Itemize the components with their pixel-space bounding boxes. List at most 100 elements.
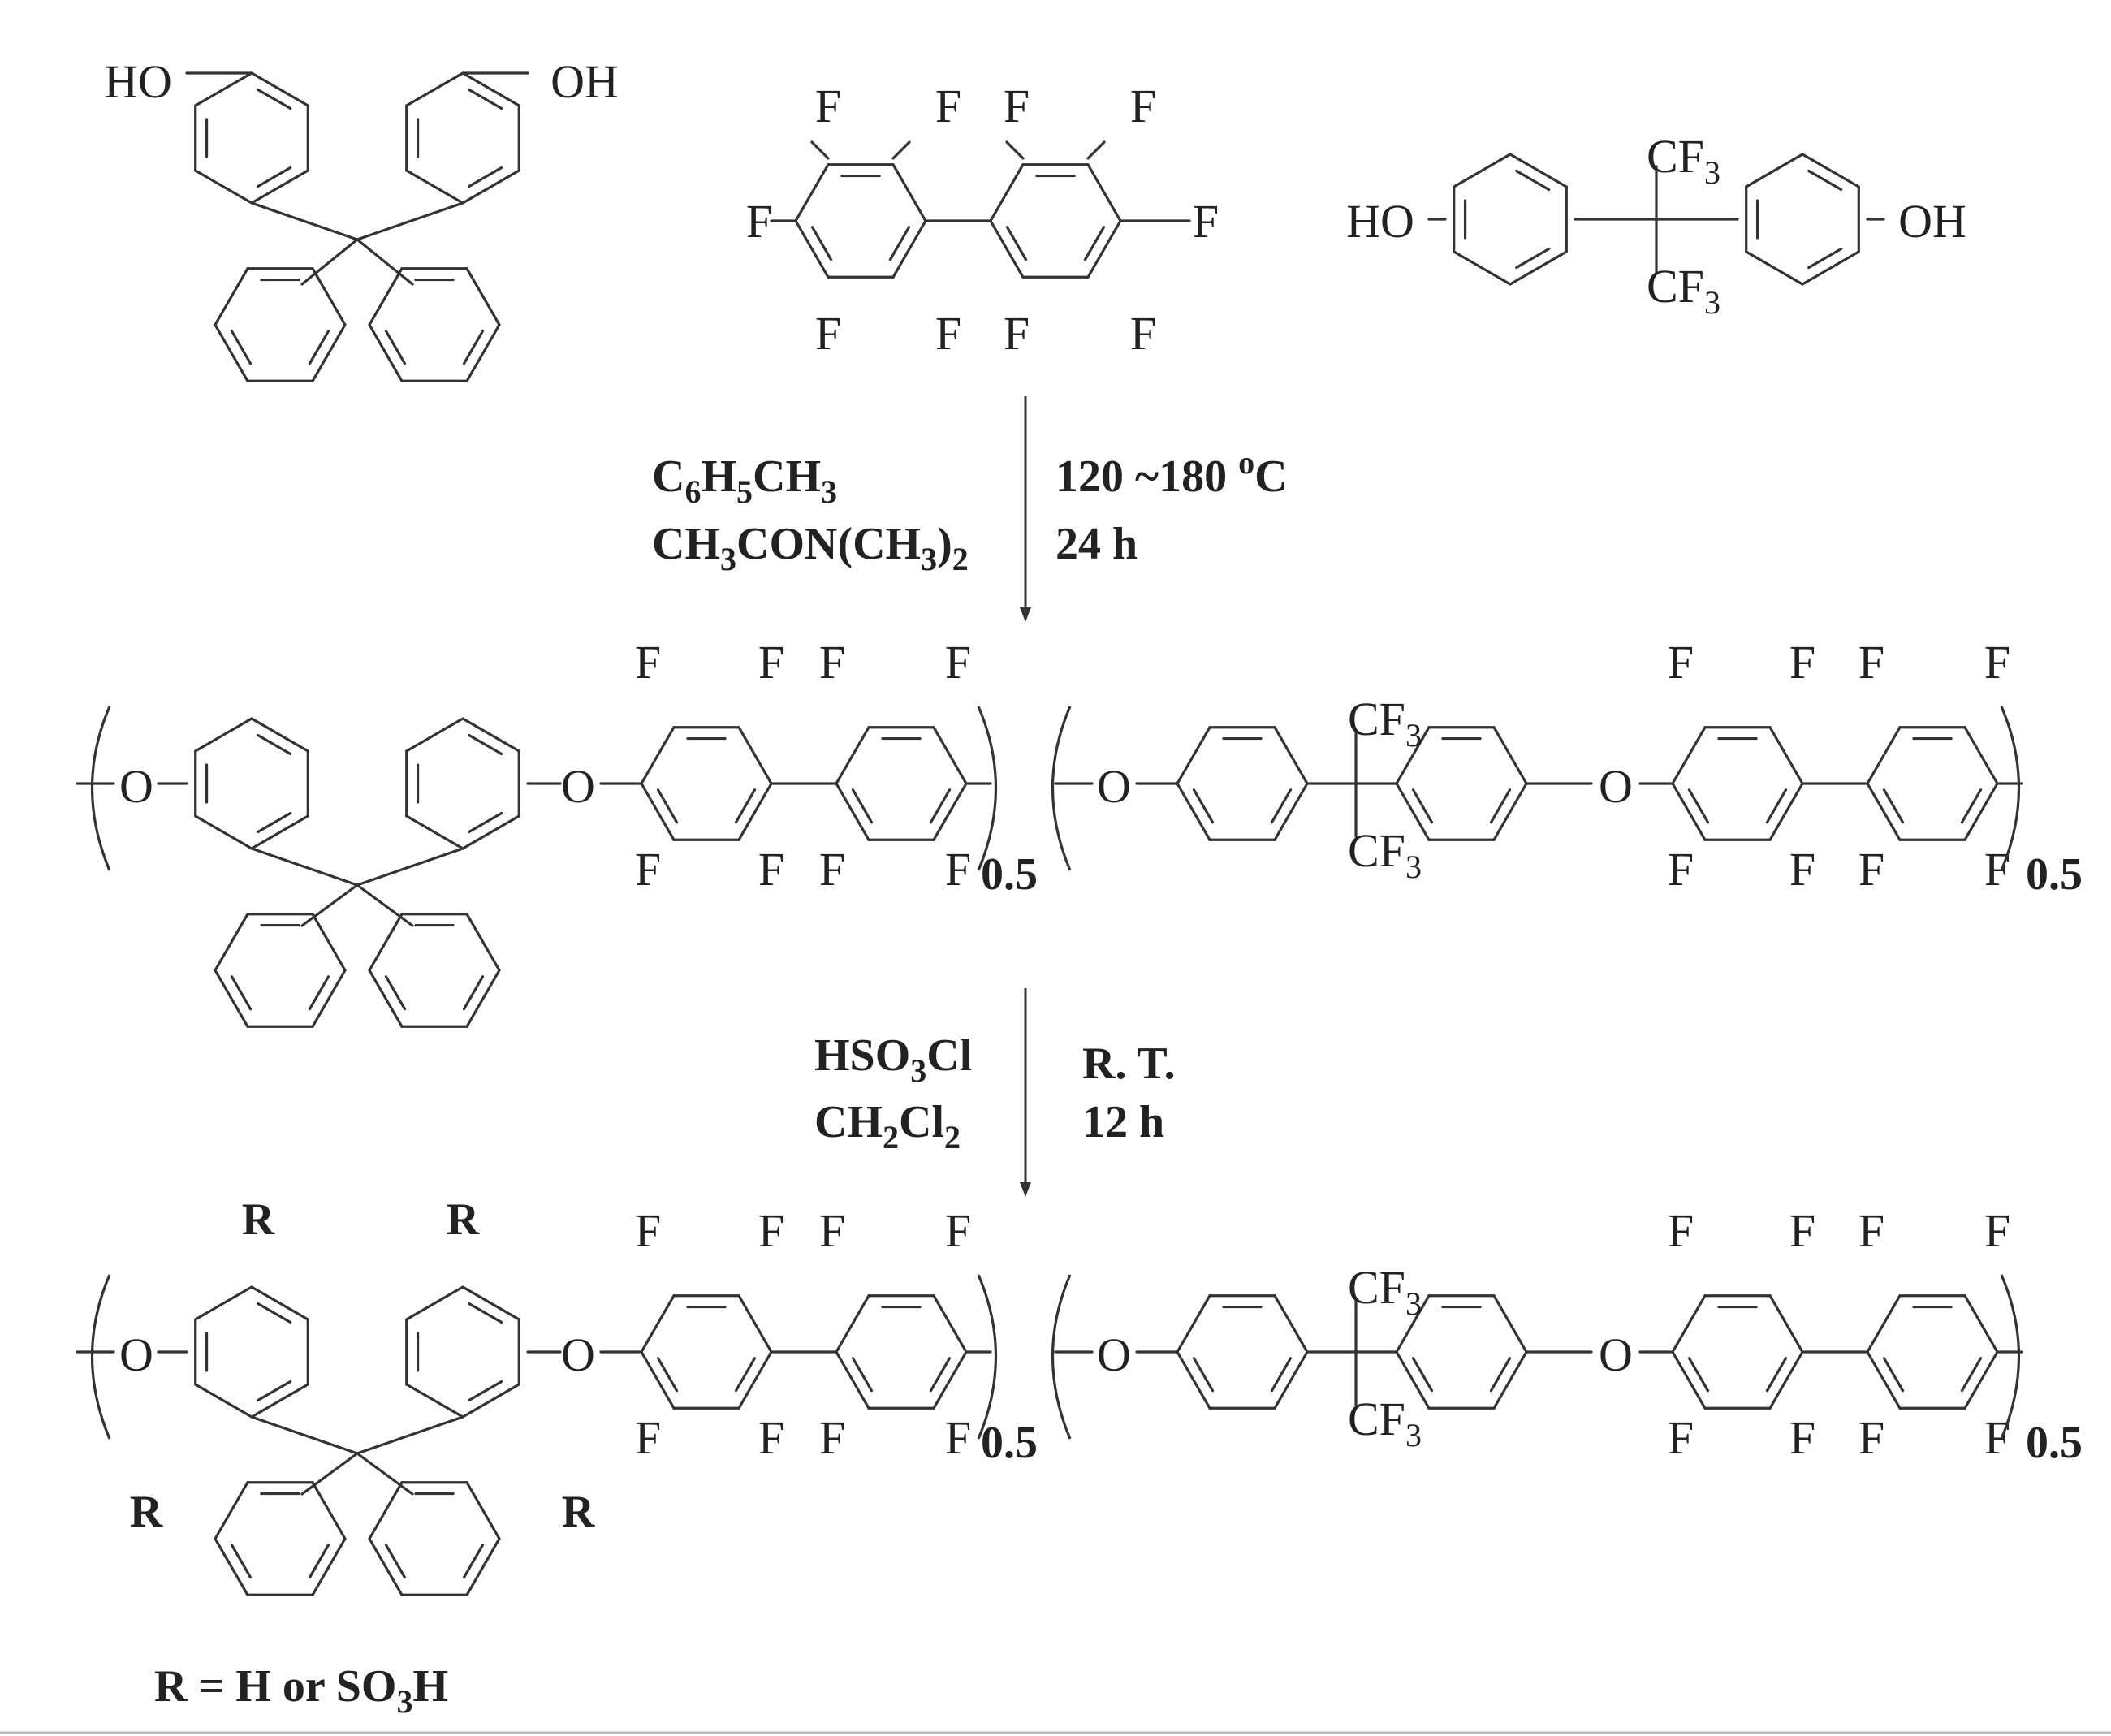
bracket-row1-close-1 xyxy=(977,706,998,871)
sulfonated-polymer-cf3-bottom: CF3 xyxy=(1348,1393,1422,1453)
fluorine-label-9: F xyxy=(1130,307,1156,360)
ratio-row2-a: 0.5 xyxy=(981,1418,1038,1468)
perfluoro-ring-right xyxy=(989,163,1122,279)
fluorine-label-2: F xyxy=(1004,80,1030,132)
polymer-phenyl-right xyxy=(405,717,520,850)
step2-reagent: HSO3Cl xyxy=(814,1030,972,1089)
sulfonated-polymer-bpaf-ring-1 xyxy=(1176,1294,1309,1410)
sulfonated-polymer-fluorine-b1: F xyxy=(1789,1204,1815,1257)
polymer-ether-o2: O xyxy=(561,760,595,813)
reaction-arrow-1 xyxy=(1020,396,1031,622)
fluorine-label-1: F xyxy=(935,80,961,132)
sulfonated-polymer-fluorine-b3: F xyxy=(1984,1204,2010,1257)
fluorene-ring-right xyxy=(368,267,501,382)
bpaf-ring-left xyxy=(1453,153,1568,286)
bond-lines xyxy=(76,71,2023,1596)
bracket-row2-open-2 xyxy=(1051,1274,1072,1440)
polymer-fluorine-a3: F xyxy=(945,636,971,689)
bracket-row1-close-2 xyxy=(2000,706,2021,871)
polymer-fluorine-a4: F xyxy=(635,843,661,896)
perfluoro-ring-left xyxy=(794,163,927,279)
sulfonated-polymer-bond-c9d xyxy=(356,1452,414,1496)
sulfonated-polymer-bond-c9b xyxy=(356,1415,464,1455)
polymer-fluorine-a7: F xyxy=(945,843,971,896)
sulfonated-polymer-fluorine-a7: F xyxy=(945,1411,971,1464)
bond-f xyxy=(810,140,830,160)
sulfonated-polymer-fluorine-b6: F xyxy=(1858,1411,1884,1464)
sulfonated-polymer-phenyl-left xyxy=(194,1285,309,1419)
fluorine-label-4: F xyxy=(746,195,772,248)
polymer-bond-c9b xyxy=(356,847,464,887)
fluorine-label-0: F xyxy=(815,80,841,132)
sulfonated-polymer-bpaf-ring-2 xyxy=(1395,1294,1528,1410)
bond-f xyxy=(1086,140,1106,160)
cf3-top-label: CF3 xyxy=(1647,130,1720,191)
polymer-fluorine-b6: F xyxy=(1858,843,1884,896)
polymer-bond-c9d xyxy=(356,883,414,927)
sulfonated-polymer-r-2: R xyxy=(447,1194,480,1245)
hydroxyl-bpaf-left-label: HO xyxy=(1346,195,1414,248)
substituent-legend: R = H or SO3H xyxy=(154,1661,448,1720)
polymer-pf-ring-2 xyxy=(835,726,968,841)
polymer-fluorene-left xyxy=(214,913,347,1028)
polymer-fluorine-a1: F xyxy=(758,636,784,689)
sulfonated-polymer-fluorine-b5: F xyxy=(1789,1411,1815,1464)
sulfonated-polymer-pf-ring-2 xyxy=(835,1294,968,1410)
hydroxyl-right-label: OH xyxy=(550,55,619,108)
bpaf-ring-right xyxy=(1745,153,1860,286)
ratio-row1-a: 0.5 xyxy=(981,849,1038,900)
bracket-row2-close-1 xyxy=(977,1274,998,1440)
sulfonated-polymer-fluorine-b2: F xyxy=(1858,1204,1884,1257)
fluorine-label-6: F xyxy=(815,307,841,360)
polymer-cf3-top: CF3 xyxy=(1348,693,1422,754)
polymer-bond-c9a xyxy=(250,847,359,887)
sulfonated-polymer-fluorine-a5: F xyxy=(758,1411,784,1464)
sulfonated-polymer-r-1: R xyxy=(242,1194,275,1245)
bond-f xyxy=(1005,140,1025,160)
polymer-bpaf-ring-1 xyxy=(1176,726,1309,841)
sulfonated-polymer-pf-ring-4 xyxy=(1866,1294,1999,1410)
ratio-row2-b: 0.5 xyxy=(2026,1418,2083,1468)
sulfonated-polymer-fluorene-right xyxy=(368,1481,501,1596)
polymer-ether-o4: O xyxy=(1599,760,1633,813)
sulfonated-polymer-fluorine-b0: F xyxy=(1668,1204,1694,1257)
hydroxyl-bpaf-right-label: OH xyxy=(1898,195,1966,248)
step1-time: 24 h xyxy=(1056,519,1138,569)
sulfonated-polymer-fluorine-a1: F xyxy=(758,1204,784,1257)
polymer-fluorine-b7: F xyxy=(1984,843,2010,896)
sulfonated-polymer-cf3-top: CF3 xyxy=(1348,1261,1422,1322)
sulfonated-polymer-ether-o2: O xyxy=(561,1328,595,1381)
sulfonated-polymer-fluorene-left xyxy=(214,1481,347,1596)
fluorine-label-3: F xyxy=(1130,80,1156,132)
bond-c9-flu-a xyxy=(300,238,359,286)
hydroxyl-left-label: HO xyxy=(104,55,172,108)
phenol-ring-left xyxy=(194,71,309,205)
sulfonated-polymer-fluorine-a0: F xyxy=(635,1204,661,1257)
polymer-fluorine-b5: F xyxy=(1789,843,1815,896)
polymer-fluorine-a0: F xyxy=(635,636,661,689)
sulfonated-polymer-ether-o1: O xyxy=(119,1328,153,1381)
fluorine-label-7: F xyxy=(935,307,961,360)
polymer-fluorine-a5: F xyxy=(758,843,784,896)
sulfonated-polymer-bond-c9c xyxy=(300,1452,359,1496)
sulfonated-polymer-r-4: R xyxy=(562,1487,595,1537)
polymer-pf-ring-3 xyxy=(1671,726,1804,841)
bracket-row1-open-2 xyxy=(1051,706,1072,871)
reaction-arrow-2 xyxy=(1020,988,1031,1197)
sulfonated-polymer-fluorine-b7: F xyxy=(1984,1411,2010,1464)
polymer-fluorine-b1: F xyxy=(1789,636,1815,689)
sulfonated-polymer-pf-ring-1 xyxy=(640,1294,773,1410)
step2-solvent: CH2Cl2 xyxy=(814,1097,961,1155)
sulfonated-polymer-ether-o4: O xyxy=(1599,1328,1633,1381)
polymer-fluorine-b3: F xyxy=(1984,636,2010,689)
sulfonated-polymer-r-3: R xyxy=(130,1487,163,1537)
ratio-row1-b: 0.5 xyxy=(2026,849,2083,900)
polymer-bond-c9c xyxy=(300,883,359,927)
bond-c9-flu-b xyxy=(356,238,414,286)
step1-solvent-dmac: CH3CON(CH3)2 xyxy=(652,519,969,577)
sulfonated-polymer-fluorine-a2: F xyxy=(819,1204,845,1257)
step2-temperature: R. T. xyxy=(1082,1039,1176,1089)
